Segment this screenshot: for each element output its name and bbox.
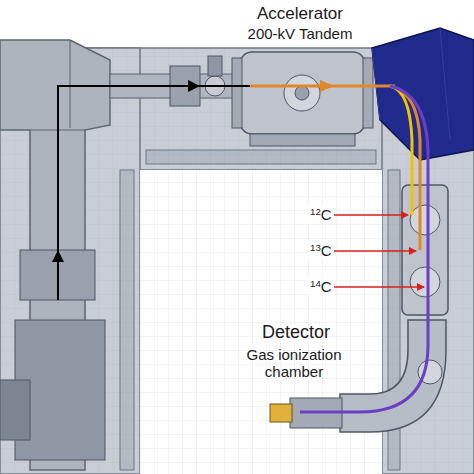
tandem-accelerator-part [295, 86, 309, 100]
component-spec: Gas ionization chamber [234, 346, 354, 381]
ion-source-duct-part [0, 40, 110, 470]
tandem-accelerator-part [240, 52, 365, 134]
analyzing-magnet [372, 28, 474, 160]
isotope-label: 12C [308, 206, 334, 223]
beam-path-part [390, 86, 412, 215]
mass-number: 12 [310, 206, 321, 217]
high-energy-beamline-part [270, 404, 292, 422]
component-title: Detector [262, 322, 330, 343]
isotope-leader-part [332, 250, 416, 252]
tandem-accelerator-part [284, 75, 320, 111]
high-energy-beamline-part [410, 267, 440, 297]
beam-path-part [58, 86, 395, 300]
high-energy-beamline-part [410, 205, 440, 235]
high-energy-beamline-part [402, 185, 448, 315]
beam-path-part [188, 80, 200, 92]
isotope-leader-part [332, 214, 408, 216]
mass-number: 14 [310, 278, 321, 289]
component-title: Accelerator [257, 4, 343, 24]
beam-path-part [52, 250, 64, 262]
beam-path-part [320, 80, 334, 92]
high-energy-beamline-part [340, 320, 446, 432]
analyzing-magnet-part [372, 28, 474, 160]
isotope-label: 14C [308, 278, 334, 295]
tandem-accelerator [232, 52, 373, 146]
low-energy-beamline-part [208, 56, 222, 76]
tandem-accelerator-part [250, 134, 355, 146]
tandem-accelerator-part [363, 58, 373, 128]
isotope-leader [332, 215, 424, 287]
beam-path-part [300, 86, 428, 412]
low-energy-beamline [110, 56, 240, 106]
isotope-leader-part [332, 286, 424, 288]
ion-source-duct-part [0, 380, 30, 440]
component-spec: 200-kV Tandem [248, 25, 353, 42]
ion-source-duct [0, 40, 110, 470]
tandem-accelerator-part [232, 58, 242, 128]
mass-number: 13 [310, 242, 321, 253]
beam-path [52, 80, 428, 412]
beam-path-part [390, 86, 420, 250]
isotope-label: 13C [308, 242, 334, 259]
